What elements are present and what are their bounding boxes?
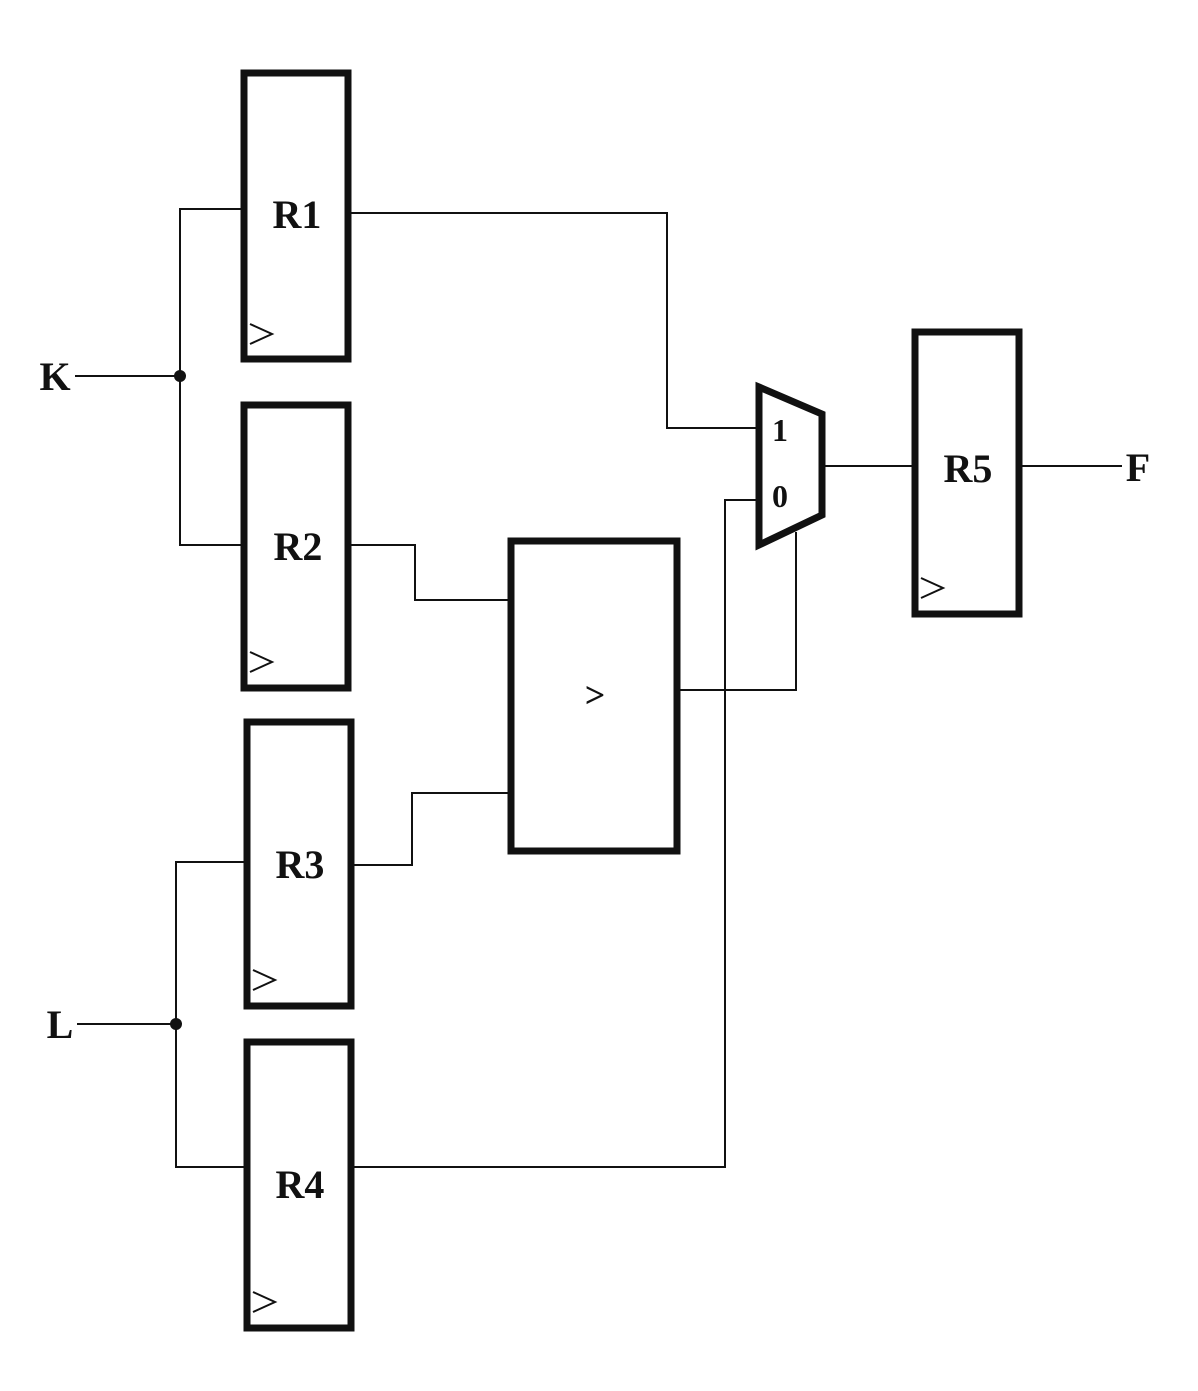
junction-l — [170, 1018, 182, 1030]
input-l-label: L — [47, 1002, 74, 1047]
clock-marker-icon — [252, 1291, 278, 1313]
wire-r1-to-mux-1 — [350, 212, 759, 429]
output-f-label: F — [1126, 445, 1150, 490]
wire-l-fanout — [175, 861, 247, 1168]
mux-input-0-label: 0 — [772, 478, 788, 514]
register-r4-label: R4 — [276, 1162, 325, 1207]
wires — [75, 208, 1122, 1168]
clock-marker-icon — [252, 969, 278, 991]
wire-r4-to-mux-0 — [350, 499, 759, 1168]
register-r2: R2 — [240, 401, 352, 692]
junction-k — [174, 370, 186, 382]
comparator-symbol: > — [585, 675, 606, 715]
wire-comparator-to-mux-select — [678, 532, 797, 691]
clock-marker-icon — [249, 323, 275, 345]
comparator: > — [507, 537, 681, 855]
register-r1-label: R1 — [273, 192, 322, 237]
mux-input-1-label: 1 — [772, 412, 788, 448]
register-r1: R1 — [240, 69, 352, 363]
register-r3-label: R3 — [276, 842, 325, 887]
register-r5: R5 — [911, 328, 1023, 618]
clock-marker-icon — [249, 651, 275, 673]
register-r2-label: R2 — [274, 524, 323, 569]
wire-r3-to-comparator — [352, 792, 511, 866]
clock-marker-icon — [920, 577, 946, 599]
register-r3: R3 — [243, 718, 355, 1010]
multiplexer: 1 0 — [755, 381, 826, 551]
input-k-label: K — [39, 354, 70, 399]
wire-r2-to-comparator — [350, 544, 511, 601]
register-r5-label: R5 — [944, 446, 993, 491]
wire-k-fanout — [179, 208, 244, 546]
register-r4: R4 — [243, 1038, 355, 1332]
